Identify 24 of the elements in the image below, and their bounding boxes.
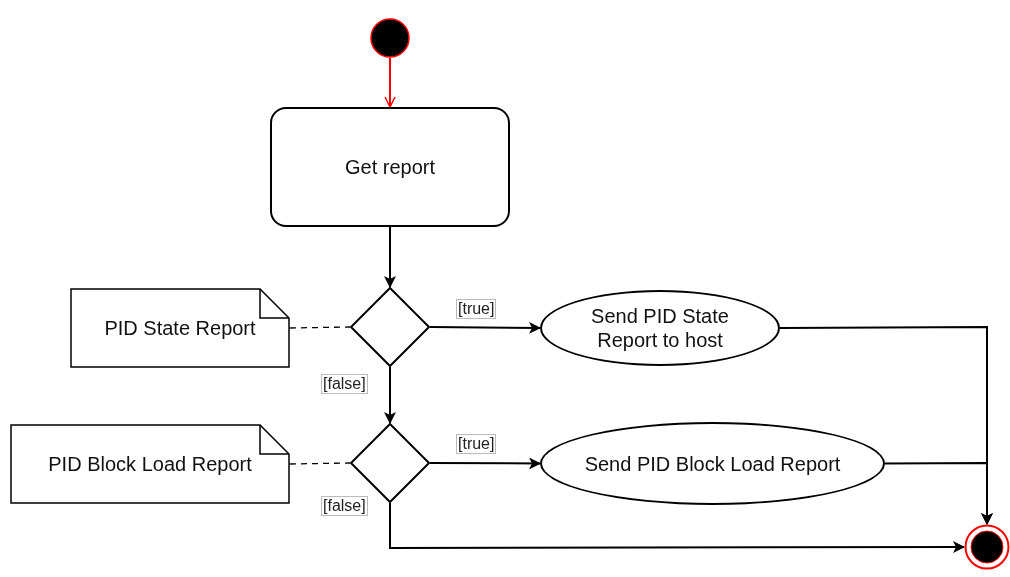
edge-label: [true] xyxy=(456,434,497,454)
note-box xyxy=(10,424,290,504)
start-node xyxy=(370,18,410,58)
arrow xyxy=(384,366,396,424)
arrow xyxy=(389,502,965,553)
arrow xyxy=(384,226,396,288)
arrow xyxy=(384,57,396,108)
connector-line xyxy=(289,462,351,465)
node-text: Send PID Block Load Report xyxy=(583,451,842,476)
note-box xyxy=(70,288,290,368)
decision-diamond xyxy=(350,287,430,367)
end-node xyxy=(964,524,1010,570)
edge-label: [false] xyxy=(321,374,368,394)
arrow xyxy=(429,457,541,470)
node-text: Send PID State Report to host xyxy=(590,304,730,352)
edge-label: [false] xyxy=(321,496,368,516)
node-text: PID Block Load Report xyxy=(47,452,253,476)
action-box xyxy=(270,107,510,227)
edge-label: [true] xyxy=(456,299,497,319)
connector-line xyxy=(289,326,351,329)
arrow xyxy=(429,321,541,334)
arrow xyxy=(884,462,993,525)
node-text: PID State Report xyxy=(103,316,257,340)
node-text: Get report xyxy=(343,155,436,179)
